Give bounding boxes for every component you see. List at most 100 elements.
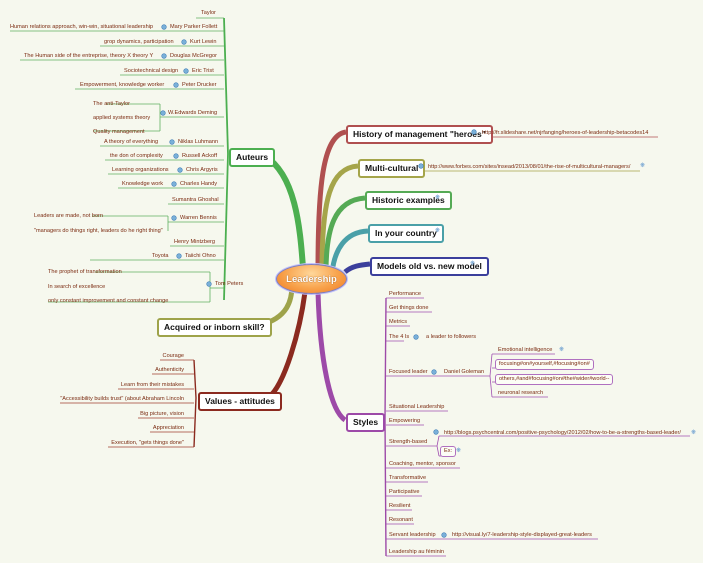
auteur-peters[interactable]: Tom Peters xyxy=(215,281,244,287)
link-dot-icon[interactable] xyxy=(419,164,423,168)
style-item[interactable]: Participative xyxy=(389,489,420,495)
auteur-handy[interactable]: Charles Handy xyxy=(180,181,217,187)
style-item[interactable]: Situational Leadership xyxy=(389,404,445,410)
value-item[interactable]: "Accessibility builds trust" (about Abra… xyxy=(60,396,184,402)
goleman-item[interactable]: others,#and#focusing#on#the#wider#world-… xyxy=(495,374,614,385)
auteur-ohno-desc[interactable]: Toyota xyxy=(152,253,169,259)
expand-icon[interactable]: ❋ xyxy=(559,347,565,353)
style-item[interactable]: Focused leader xyxy=(389,369,428,375)
auteur-bennis[interactable]: Warren Bennis xyxy=(180,215,217,221)
value-item[interactable]: Execution, "gets things done" xyxy=(111,440,184,446)
auteur-ohno[interactable]: Taiichi Ohno xyxy=(185,253,216,259)
style-item[interactable]: Performance xyxy=(389,291,422,297)
expand-icon[interactable]: ❋ xyxy=(691,430,697,436)
link-dot-icon[interactable] xyxy=(162,54,166,58)
servant-link[interactable]: http://visual.ly/7-leadership-style-disp… xyxy=(452,532,592,538)
auteur-lewin-desc[interactable]: grop dynamics, participation xyxy=(104,39,174,45)
auteur-drucker-desc[interactable]: Empowerment, knowledge worker xyxy=(80,82,165,88)
link-dot-icon[interactable] xyxy=(161,111,165,115)
auteur-argyris-desc[interactable]: Learning organizations xyxy=(112,167,169,173)
link-dot-icon[interactable] xyxy=(170,140,174,144)
style-item[interactable]: The 4 Is xyxy=(389,334,410,340)
auteur-handy-desc[interactable]: Knowledge work xyxy=(122,181,164,187)
style-item[interactable]: Transformative xyxy=(389,475,427,481)
auteur-deming[interactable]: W.Edwards Deming xyxy=(168,110,218,116)
link-dot-icon[interactable] xyxy=(182,40,186,44)
branch-history[interactable]: History of management "heroes" xyxy=(346,125,493,144)
auteur-lewin[interactable]: Kurt Lewin xyxy=(190,39,217,45)
goleman-item[interactable]: Emotional intelligence xyxy=(498,347,553,353)
auteur-ackoff[interactable]: Russell Ackoff xyxy=(182,153,218,159)
auteur-ackoff-desc[interactable]: the don of complexity xyxy=(110,153,163,159)
style-item[interactable]: Servant leadership xyxy=(389,532,436,538)
goleman[interactable]: Daniel Goleman xyxy=(444,369,485,375)
expand-icon[interactable]: ❋ xyxy=(470,261,476,267)
auteur-trist[interactable]: Eric Trist xyxy=(192,68,214,74)
style-item[interactable]: Resilient xyxy=(389,503,411,509)
style-item[interactable]: Resonant xyxy=(389,517,413,523)
value-item[interactable]: Appreciation xyxy=(152,425,184,431)
link-dot-icon[interactable] xyxy=(162,25,166,29)
value-item[interactable]: Courage xyxy=(162,353,184,359)
central-topic[interactable]: Leadership xyxy=(276,264,347,294)
link-dot-icon[interactable] xyxy=(472,130,476,134)
link-dot-icon[interactable] xyxy=(184,69,188,73)
expand-icon[interactable]: ❋ xyxy=(435,228,441,234)
branch-historic[interactable]: Historic examples xyxy=(365,191,452,210)
goleman-item[interactable]: focusing#on#yourself,#focusing#on# xyxy=(495,359,594,370)
style-item[interactable]: Coaching, mentor, sponsor xyxy=(389,461,456,467)
branch-multicultural[interactable]: Multi-cultural xyxy=(358,159,426,178)
style-item[interactable]: Metrics xyxy=(389,319,408,325)
strength-sub[interactable]: Ex: xyxy=(440,446,457,457)
style-item[interactable]: Get things done xyxy=(389,305,429,311)
link-dot-icon[interactable] xyxy=(177,254,181,258)
auteur-follett[interactable]: Mary Parker Follett xyxy=(170,24,218,30)
style-item[interactable]: Empowering xyxy=(389,418,421,424)
auteur-trist-desc[interactable]: Sociotechnical design xyxy=(124,68,179,74)
expand-icon[interactable]: ❋ xyxy=(640,163,646,169)
multicultural-link[interactable]: http://www.forbes.com/sites/insead/2013/… xyxy=(428,164,631,170)
expand-icon[interactable]: ❋ xyxy=(456,448,462,454)
value-item[interactable]: Authenticity xyxy=(155,367,184,373)
branch-values[interactable]: Values - attitudes xyxy=(198,392,282,411)
auteur-mintzberg[interactable]: Henry Mintzberg xyxy=(174,239,216,245)
auteur-drucker[interactable]: Peter Drucker xyxy=(182,82,217,88)
link-dot-icon[interactable] xyxy=(414,335,418,339)
style-item[interactable]: Strength-based xyxy=(389,439,428,445)
history-link[interactable]: http://fr.slideshare.net/njrfanging/hero… xyxy=(482,130,649,136)
link-dot-icon[interactable] xyxy=(174,154,178,158)
link-dot-icon[interactable] xyxy=(442,533,446,537)
expand-icon[interactable]: ❋ xyxy=(435,195,441,201)
style-item[interactable]: Leadership au féminin xyxy=(389,549,445,555)
auteur-luhmann-desc[interactable]: A theory of everything xyxy=(104,139,159,145)
auteur-bennis-desc[interactable]: Leaders are made, not born"managers do t… xyxy=(34,213,163,234)
auteur-ghoshal[interactable]: Sumantra Ghoshal xyxy=(172,197,219,203)
branch-models-label: Models old vs. new model xyxy=(377,261,482,271)
branch-auteurs[interactable]: Auteurs xyxy=(229,148,276,167)
branch-country[interactable]: In your country xyxy=(368,224,444,243)
four-is-note[interactable]: a leader to followers xyxy=(426,334,477,340)
branch-models[interactable]: Models old vs. new model xyxy=(370,257,489,276)
auteur-follett-desc[interactable]: Human relations approach, win-win, situa… xyxy=(10,24,154,30)
auteur-taylor[interactable]: Taylor xyxy=(201,10,216,16)
link-dot-icon[interactable] xyxy=(207,282,211,286)
goleman-item[interactable]: neuronal research xyxy=(498,390,544,396)
auteur-argyris[interactable]: Chris Argyris xyxy=(186,167,218,173)
branch-styles[interactable]: Styles xyxy=(346,413,386,432)
link-dot-icon[interactable] xyxy=(178,168,182,172)
value-item[interactable]: Big picture, vision xyxy=(140,411,184,417)
link-dot-icon[interactable] xyxy=(174,83,178,87)
link-dot-icon[interactable] xyxy=(172,216,176,220)
strength-link[interactable]: http://blogs.psychcentral.com/positive-p… xyxy=(444,430,681,436)
auteur-luhmann[interactable]: Niklas Luhmann xyxy=(178,139,219,145)
link-dot-icon[interactable] xyxy=(432,370,436,374)
link-dot-icon[interactable] xyxy=(434,430,438,434)
value-item[interactable]: Learn from their mistakes xyxy=(120,382,184,388)
branch-acquired[interactable]: Acquired or inborn skill? xyxy=(157,318,272,337)
auteur-mcgregor-desc[interactable]: The Human side of the entreprise, theory… xyxy=(24,53,154,59)
link-dot-icon[interactable] xyxy=(172,182,176,186)
auteur-mcgregor[interactable]: Douglas McGregor xyxy=(170,53,217,59)
